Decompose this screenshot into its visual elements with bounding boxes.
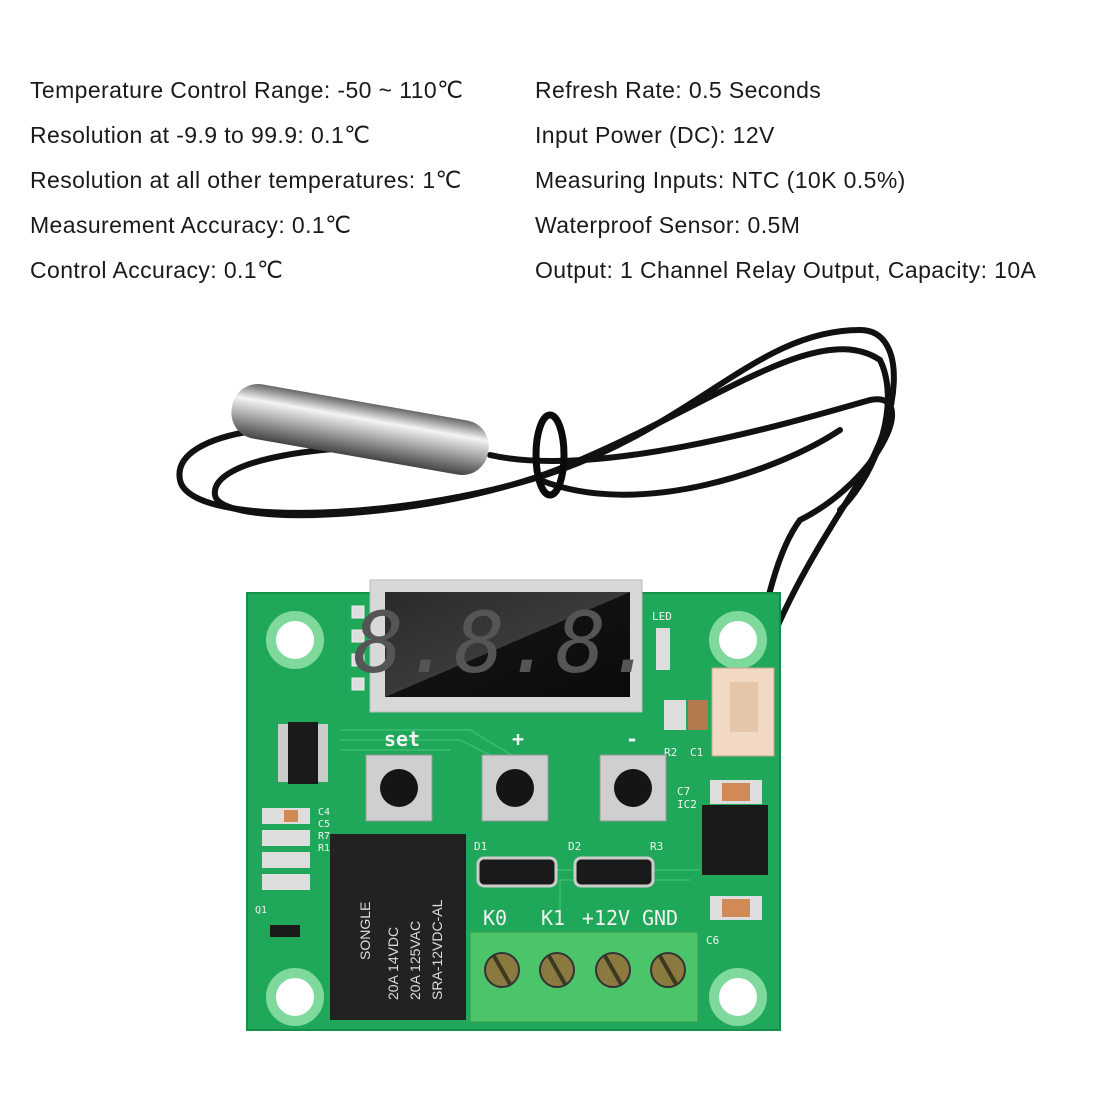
- terminal-block: [469, 931, 699, 1023]
- seven-segment-display: 8.8.8.: [353, 579, 657, 713]
- label-d1: D1: [474, 840, 487, 853]
- diode-d1: [476, 856, 558, 888]
- label-c6: C6: [706, 934, 719, 947]
- label-r7: R7: [318, 831, 330, 842]
- label-c4: C4: [318, 807, 330, 818]
- spec-measuring-inputs: Measuring Inputs: NTC (10K 0.5%): [535, 167, 906, 193]
- label-c7: C7: [677, 785, 690, 798]
- label-c1: C1: [690, 746, 703, 759]
- label-r2: R2: [664, 746, 677, 759]
- relay-brand: SONGLE: [357, 902, 373, 960]
- label-c5: C5: [318, 819, 330, 830]
- label-plus: +: [512, 727, 524, 751]
- set-button: [365, 754, 433, 822]
- label-led: LED: [652, 610, 672, 623]
- terminal-label-k1: K1: [541, 906, 565, 930]
- spec-temperature-range: Temperature Control Range: -50 ~ 110℃: [30, 77, 464, 103]
- label-r1: R1: [318, 843, 330, 854]
- terminal-label-12v: +12V: [582, 906, 630, 930]
- label-d2: D2: [568, 840, 581, 853]
- relay-rating-dc: 20A 14VDC: [385, 927, 401, 1000]
- plus-button: [481, 754, 549, 822]
- spec-input-power: Input Power (DC): 12V: [535, 122, 775, 148]
- spec-resolution-other: Resolution at all other temperatures: 1℃: [30, 167, 462, 193]
- sensor-cable: [176, 326, 897, 708]
- sensor-connector: [711, 667, 775, 757]
- diode-d2: [573, 856, 655, 888]
- spec-control-accuracy: Control Accuracy: 0.1℃: [30, 257, 284, 283]
- spec-waterproof-sensor: Waterproof Sensor: 0.5M: [535, 212, 801, 238]
- label-minus: -: [626, 727, 638, 751]
- terminal-label-k0: K0: [483, 906, 507, 930]
- terminal-label-gnd: GND: [642, 906, 678, 930]
- minus-button: [599, 754, 667, 822]
- spec-output: Output: 1 Channel Relay Output, Capacity…: [535, 257, 1037, 283]
- spec-refresh-rate: Refresh Rate: 0.5 Seconds: [535, 77, 822, 103]
- relay-model: SRA-12VDC-AL: [429, 899, 445, 1000]
- relay-rating-ac: 20A 125VAC: [407, 921, 423, 1000]
- label-ic2: IC2: [677, 798, 697, 811]
- mounting-holes: [266, 611, 767, 1026]
- label-set: set: [384, 727, 420, 751]
- temperature-probe: [231, 383, 489, 476]
- label-r3: R3: [650, 840, 663, 853]
- label-q1: Q1: [255, 905, 267, 916]
- display-digits: 8.8.8.: [353, 594, 656, 692]
- relay: SONGLE 20A 14VDC 20A 125VAC SRA-12VDC-AL: [330, 834, 466, 1020]
- voltage-regulator: [702, 805, 768, 875]
- spec-measurement-accuracy: Measurement Accuracy: 0.1℃: [30, 212, 352, 238]
- spec-resolution-range: Resolution at -9.9 to 99.9: 0.1℃: [30, 122, 371, 148]
